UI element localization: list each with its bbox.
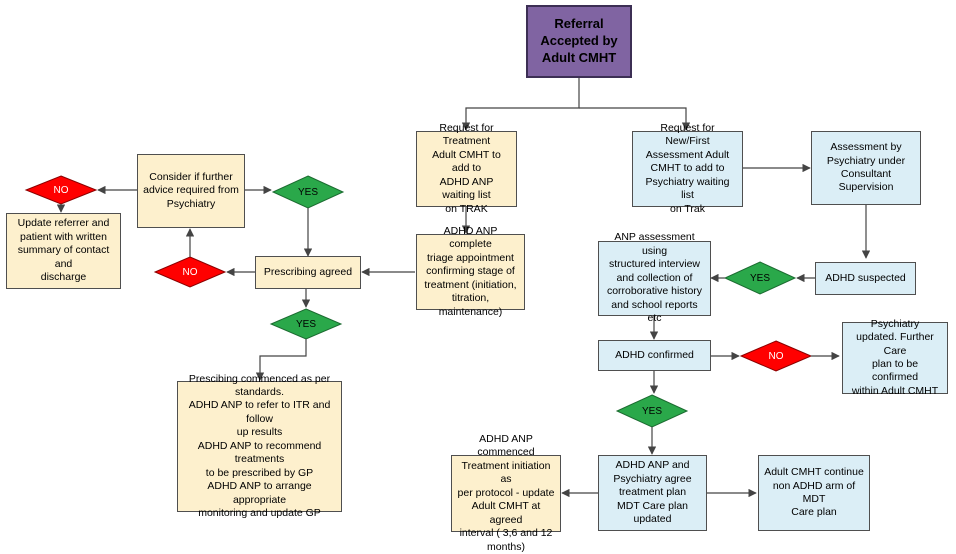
anp-psychiatry-agree-node: ADHD ANP and Psychiatry agree treatment … xyxy=(598,455,707,531)
triage-appointment-node: ADHD ANP complete triage appointment con… xyxy=(416,225,525,318)
adhd-confirmed-node: ADHD confirmed xyxy=(598,340,711,371)
connector xyxy=(579,107,691,131)
connector xyxy=(461,78,580,131)
adult-cmht-continue-node: Adult CMHT continue non ADHD arm of MDT … xyxy=(758,455,870,531)
anp-assessment-node: ANP assessment using structured intervie… xyxy=(598,231,711,324)
yes-decision-mid-left xyxy=(269,308,343,340)
yes-decision-suspected xyxy=(723,261,797,295)
anp-commenced-node: ADHD ANP commenced Treatment initiation … xyxy=(451,433,561,553)
request-for-treatment-node: Request for Treatment Adult CMHT to add … xyxy=(416,122,517,215)
consider-further-advice-node: Consider if further advice required from… xyxy=(137,154,245,228)
no-decision-top-left xyxy=(24,175,98,205)
yes-decision-top xyxy=(271,175,345,209)
connector xyxy=(255,339,307,381)
update-referrer-node: Update referrer and patient with written… xyxy=(6,213,121,289)
assessment-by-psychiatry-node: Assessment by Psychiatry under Consultan… xyxy=(811,131,921,205)
no-decision-mid-left xyxy=(153,256,227,288)
prescribing-agreed-node: Prescribing agreed xyxy=(255,256,361,289)
prescribing-commenced-node: Prescibing commenced as per standards. A… xyxy=(177,373,342,519)
referral-accepted-node: Referral Accepted by Adult CMHT xyxy=(526,5,632,78)
no-decision-confirmed xyxy=(739,340,813,372)
connector-layer xyxy=(24,78,871,498)
request-for-assessment-node: Request for New/First Assessment Adult C… xyxy=(632,122,743,215)
yes-decision-confirmed xyxy=(615,394,689,428)
psychiatry-updated-node: Psychiatry updated. Further Care plan to… xyxy=(842,318,948,397)
adhd-suspected-node: ADHD suspected xyxy=(815,262,916,295)
